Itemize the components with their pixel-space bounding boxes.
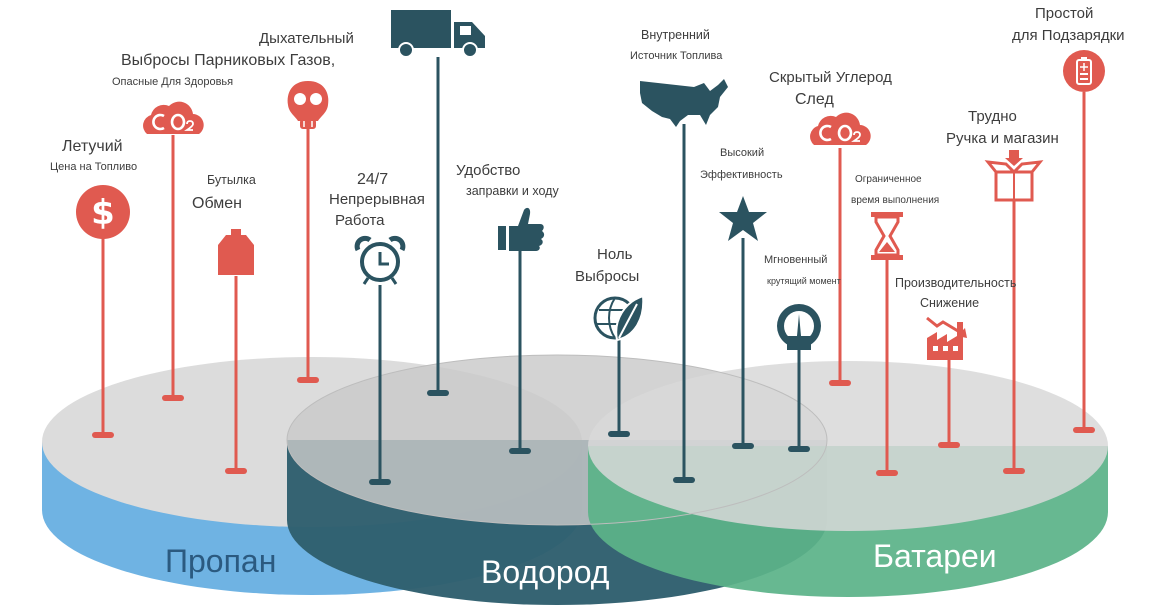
pin-respiratory [287, 81, 329, 383]
label-emissions-2: Опасные Для Здоровья [112, 76, 234, 88]
box-icon [984, 150, 1044, 202]
co2-cloud-icon [143, 101, 204, 134]
leaf-globe-icon [593, 294, 645, 342]
pin-base [608, 431, 630, 437]
label-domestic-fuel-1: Внутренний [641, 28, 710, 42]
disk-hydrogen-rim [286, 354, 828, 526]
label-domestic-fuel-2: Источник Топлива [630, 50, 723, 62]
label-instant-torque-1: Мгновенный [764, 254, 828, 266]
pin-base [788, 446, 810, 452]
disk-label-battery: Батареи [873, 538, 997, 574]
label-bottle-swap-1: Бутылка [207, 173, 256, 187]
pin-base [92, 432, 114, 438]
pin-base [297, 377, 319, 383]
label-continuous-work-2: Непрерывная [329, 191, 425, 208]
pin-continuous-work [354, 235, 406, 485]
pin-base [162, 395, 184, 401]
pin-volatile-fuel: $ [76, 185, 130, 438]
label-zero-emissions-1: Ноль [597, 246, 633, 263]
pin-hard-handling [984, 150, 1044, 474]
factory-decline-icon [926, 316, 967, 360]
gas-mask-icon [287, 81, 329, 129]
label-bottle-swap-2: Обмен [192, 195, 242, 212]
pin-zero-emissions [593, 294, 645, 437]
pin-base [673, 477, 695, 483]
label-limited-runtime-1: Ограниченное [855, 174, 922, 185]
label-performance-drop-1: Производительность [895, 276, 1017, 290]
label-volatile-fuel-2: Цена на Топливо [50, 161, 138, 173]
label-performance-drop-2: Снижение [920, 296, 980, 310]
label-high-efficiency-2: Эффективность [700, 169, 783, 181]
gauge-icon [777, 304, 821, 350]
usa-map-icon [640, 79, 728, 127]
disk-label-hydrogen: Водород [481, 554, 610, 590]
label-volatile-fuel-1: Летучий [62, 138, 123, 155]
star-icon [719, 196, 767, 241]
pin-base [509, 448, 531, 454]
label-hidden-carbon-2: След [795, 91, 834, 108]
pin-hidden-carbon [810, 112, 871, 386]
svg-text:$: $ [91, 193, 115, 233]
label-zero-emissions-2: Выбросы [575, 268, 640, 285]
label-respiratory-1: Дыхательный [259, 30, 354, 47]
label-charging-downtime-1: Простой [1035, 5, 1094, 22]
pin-truck [391, 10, 485, 396]
pin-base [225, 468, 247, 474]
pin-base [732, 443, 754, 449]
label-continuous-work-3: Работа [335, 212, 385, 229]
truck-icon [391, 10, 485, 58]
pin-base [829, 380, 851, 386]
co2-cloud-icon [810, 112, 871, 145]
dollar-icon: $ [76, 185, 130, 239]
label-limited-runtime-2: время выполнения [851, 195, 940, 206]
alarm-clock-icon [354, 235, 406, 285]
battery-icon [1063, 50, 1105, 92]
pin-high-efficiency [719, 196, 767, 449]
pin-base [427, 390, 449, 396]
label-charging-downtime-2: для Подзарядки [1012, 27, 1125, 44]
pin-charging-downtime [1063, 50, 1105, 433]
label-emissions-1: Выбросы Парниковых Газов, [121, 52, 336, 69]
hourglass-icon [871, 212, 903, 260]
pin-base [938, 442, 960, 448]
label-convenience-1: Удобство [456, 162, 521, 179]
label-hard-handling-1: Трудно [968, 108, 1017, 125]
pin-base [876, 470, 898, 476]
label-instant-torque-2: крутящий момент [767, 276, 841, 286]
pin-instant-torque [777, 304, 821, 452]
pin-bottle-swap [218, 229, 254, 474]
pins: $ [76, 10, 1105, 485]
pin-limited-runtime [871, 212, 903, 476]
label-hard-handling-2: Ручка и магазин [946, 130, 1059, 147]
label-high-efficiency-1: Высокий [720, 147, 765, 159]
pin-base [1003, 468, 1025, 474]
pin-emissions [143, 101, 204, 401]
pin-base [1073, 427, 1095, 433]
label-continuous-work-1: 24/7 [357, 171, 389, 188]
disk-battery-top [588, 361, 1108, 531]
disk-label-propane: Пропан [165, 543, 277, 579]
label-hidden-carbon-1: Скрытый Углерод [769, 69, 892, 86]
thumbs-up-icon [498, 207, 545, 251]
pin-performance-drop [926, 316, 967, 448]
pin-domestic-fuel [640, 79, 728, 483]
bottle-icon [218, 229, 254, 275]
pin-convenience [498, 207, 545, 454]
label-convenience-2: заправки и ходу [466, 184, 559, 198]
pin-base [369, 479, 391, 485]
